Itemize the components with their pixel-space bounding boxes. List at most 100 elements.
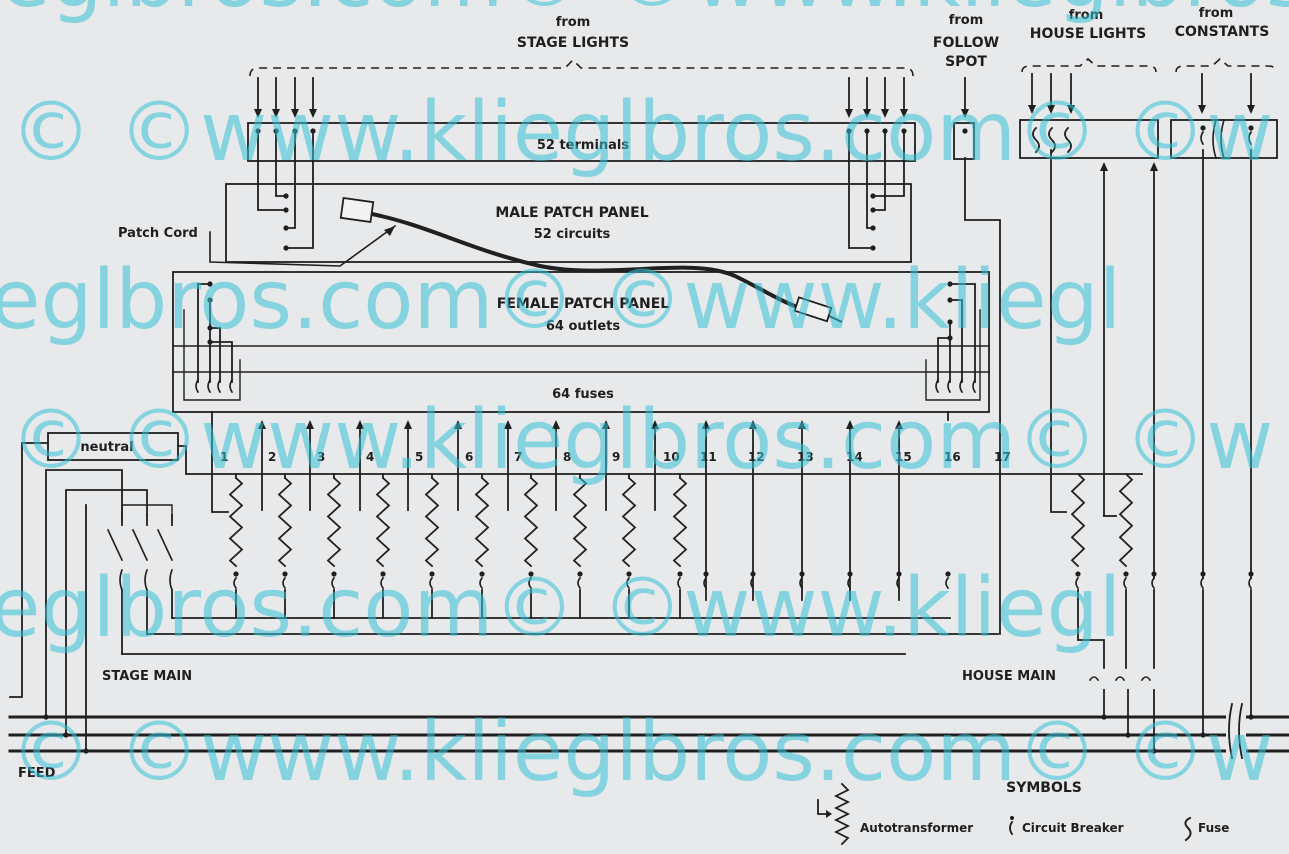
stage-light-arrow-head — [291, 109, 299, 118]
neutral-feed — [9, 442, 49, 698]
patch-cord-tip — [828, 315, 843, 323]
constants-brace — [1175, 57, 1277, 73]
watermark-line-5: eglbros.com© ©www.kliegl — [0, 561, 1121, 656]
circuit-output-arrow-head — [306, 420, 314, 429]
dimmer-breaker-arc — [429, 576, 434, 590]
autotransformer-icon — [1070, 472, 1086, 568]
house-lights-fuse-box — [1019, 119, 1159, 159]
dimmer-breaker-dot — [528, 571, 534, 577]
circuit-number: 7 — [514, 450, 522, 464]
autotransformer-symbol-icon — [817, 782, 851, 846]
constant-breaker-arc — [1248, 576, 1253, 590]
stage-main-fuse — [169, 568, 174, 592]
follow-spot-from: from — [949, 13, 984, 28]
house-junction — [1248, 714, 1254, 720]
female-left-frame — [183, 309, 241, 401]
dimmer-breaker-arc — [233, 576, 238, 590]
circuit-breaker-arc — [703, 576, 708, 590]
constant-arrow-head — [1198, 105, 1206, 114]
female-left-outlet — [207, 297, 213, 303]
circuit-output-arrow-head — [651, 420, 659, 429]
panel-fuse-icon — [229, 378, 234, 394]
stage-main-label: STAGE MAIN — [102, 669, 192, 684]
stage-lights-label: STAGE LIGHTS — [517, 35, 629, 51]
feed-break-icon — [1228, 702, 1244, 760]
patch-cord-leader-arrow — [384, 226, 395, 236]
house-main-breaker — [1088, 676, 1100, 682]
circuit-output-arrow-head — [552, 420, 560, 429]
circuit-breaker-arc — [847, 576, 852, 590]
male-right-socket — [870, 225, 876, 231]
circuit-number: 17 — [994, 450, 1011, 464]
follow-spot-label-2: SPOT — [945, 54, 987, 70]
feed-junction — [83, 748, 89, 754]
patch-cord-male-plug — [339, 196, 375, 224]
watermark-line-2: © ©www.klieglbros.com© ©w — [10, 85, 1273, 180]
feed-tap — [45, 469, 123, 718]
watermark: eglbros.com© ©www.klieglbros.com © ©www.… — [0, 0, 1289, 800]
panel-fuse-icon — [972, 378, 977, 394]
dimmer-breaker-arc — [626, 576, 631, 590]
feed-label: FEED — [18, 766, 56, 781]
house-breaker-arc — [1151, 576, 1156, 590]
patch-cord-leader — [209, 224, 397, 267]
stage-light-arrow-head — [863, 109, 871, 118]
feed-junction — [43, 714, 49, 720]
stage-light-arrow-head — [254, 109, 262, 118]
autotransformer-icon — [326, 476, 342, 568]
panel-fuse-icon — [947, 378, 952, 394]
male-right-socket — [870, 245, 876, 251]
dimmer-breaker-dot — [331, 571, 337, 577]
female-left-wire — [197, 283, 211, 383]
house-junction — [1125, 732, 1131, 738]
stage-main-blade — [106, 528, 124, 562]
female-right-outlet — [947, 319, 953, 325]
autotransformer-icon — [228, 476, 244, 568]
circuit-number: 8 — [563, 450, 571, 464]
dimmer-breaker-arc — [577, 576, 582, 590]
female-right-frame — [925, 309, 981, 401]
stage-light-arrow-head — [845, 109, 853, 118]
house-fuse-icon — [1048, 126, 1056, 154]
male-panel-subtitle: 52 circuits — [534, 227, 611, 242]
house-junction — [1101, 714, 1107, 720]
house-breaker-dot — [1151, 571, 1157, 577]
house-light-arrow-head — [1047, 105, 1055, 114]
circuit-output-arrow-head — [798, 420, 806, 429]
house-light-arrow-head — [1028, 105, 1036, 114]
house-lights-brace — [1021, 57, 1157, 73]
male-left-wire — [275, 130, 287, 197]
female-right-wire — [949, 299, 963, 383]
circuit-number: 3 — [317, 450, 325, 464]
feed-junction — [63, 732, 69, 738]
female-left-outlet — [207, 339, 213, 345]
panel-fuse-icon — [207, 378, 212, 394]
fuses-label: 64 fuses — [552, 387, 614, 402]
circuit-number: 1 — [220, 450, 228, 464]
circuit-breaker-arc — [799, 576, 804, 590]
constants-label: CONSTANTS — [1175, 24, 1270, 40]
house-light-output-arrow-head — [1100, 162, 1108, 171]
autotransformer-icon — [1118, 472, 1134, 568]
dimmer-bus — [177, 445, 1143, 475]
incoming-arrows — [254, 73, 1255, 160]
male-left-socket — [283, 225, 289, 231]
constant-terminal-dot — [1200, 125, 1206, 131]
circuit-breaker-dot — [799, 571, 805, 577]
autotransformer-icon — [375, 476, 391, 568]
constant-breaker-dot — [1200, 571, 1206, 577]
female-left-outlet — [207, 281, 213, 287]
circuit-output-arrow-head — [602, 420, 610, 429]
circuit-number: 5 — [415, 450, 423, 464]
male-right-socket — [870, 193, 876, 199]
dimmer-breaker-arc — [331, 576, 336, 590]
house-main-breaker — [1140, 676, 1152, 682]
house-junction — [1200, 732, 1206, 738]
autotransformer-icon — [424, 476, 440, 568]
dimmer-breaker-arc — [380, 576, 385, 590]
circuit-breaker-label: Circuit Breaker — [1022, 821, 1124, 835]
female-right-outlet — [947, 335, 953, 341]
circuit-1-input — [211, 411, 229, 513]
male-right-wire — [872, 130, 905, 197]
house-breaker-dot — [1123, 571, 1129, 577]
